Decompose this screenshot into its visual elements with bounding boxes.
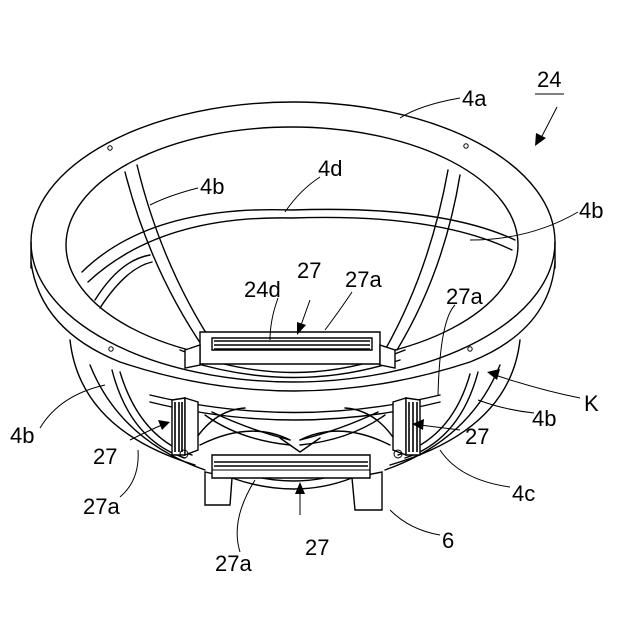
label-foot: 6 bbox=[442, 528, 454, 553]
label-frame-right: 4b bbox=[532, 406, 556, 431]
label-magnet-left-a: 27a bbox=[83, 494, 120, 519]
label-frame-top-right: 4b bbox=[579, 198, 603, 223]
label-magnet-right-a: 27a bbox=[446, 284, 483, 309]
label-frame-left: 4b bbox=[10, 423, 34, 448]
label-bottom-a: 27a bbox=[215, 551, 252, 576]
bottom-magnet bbox=[212, 455, 370, 478]
side-magnet-left bbox=[172, 398, 198, 458]
label-base: 4c bbox=[512, 481, 535, 506]
label-inner-ring: 4d bbox=[318, 156, 342, 181]
label-magnet-left: 27 bbox=[93, 444, 117, 469]
label-frame-top-left: 4b bbox=[200, 174, 224, 199]
label-ring: 4a bbox=[462, 86, 487, 111]
label-view: K bbox=[584, 391, 599, 416]
label-magnet-top-a: 27a bbox=[345, 267, 382, 292]
label-core: 24d bbox=[244, 277, 281, 302]
label-magnet-right: 27 bbox=[465, 424, 489, 449]
side-magnet-right bbox=[393, 398, 420, 458]
label-bottom: 27 bbox=[305, 535, 329, 560]
label-assembly: 24 bbox=[537, 67, 561, 92]
label-magnet-top: 27 bbox=[297, 258, 321, 283]
top-magnet bbox=[185, 332, 395, 368]
